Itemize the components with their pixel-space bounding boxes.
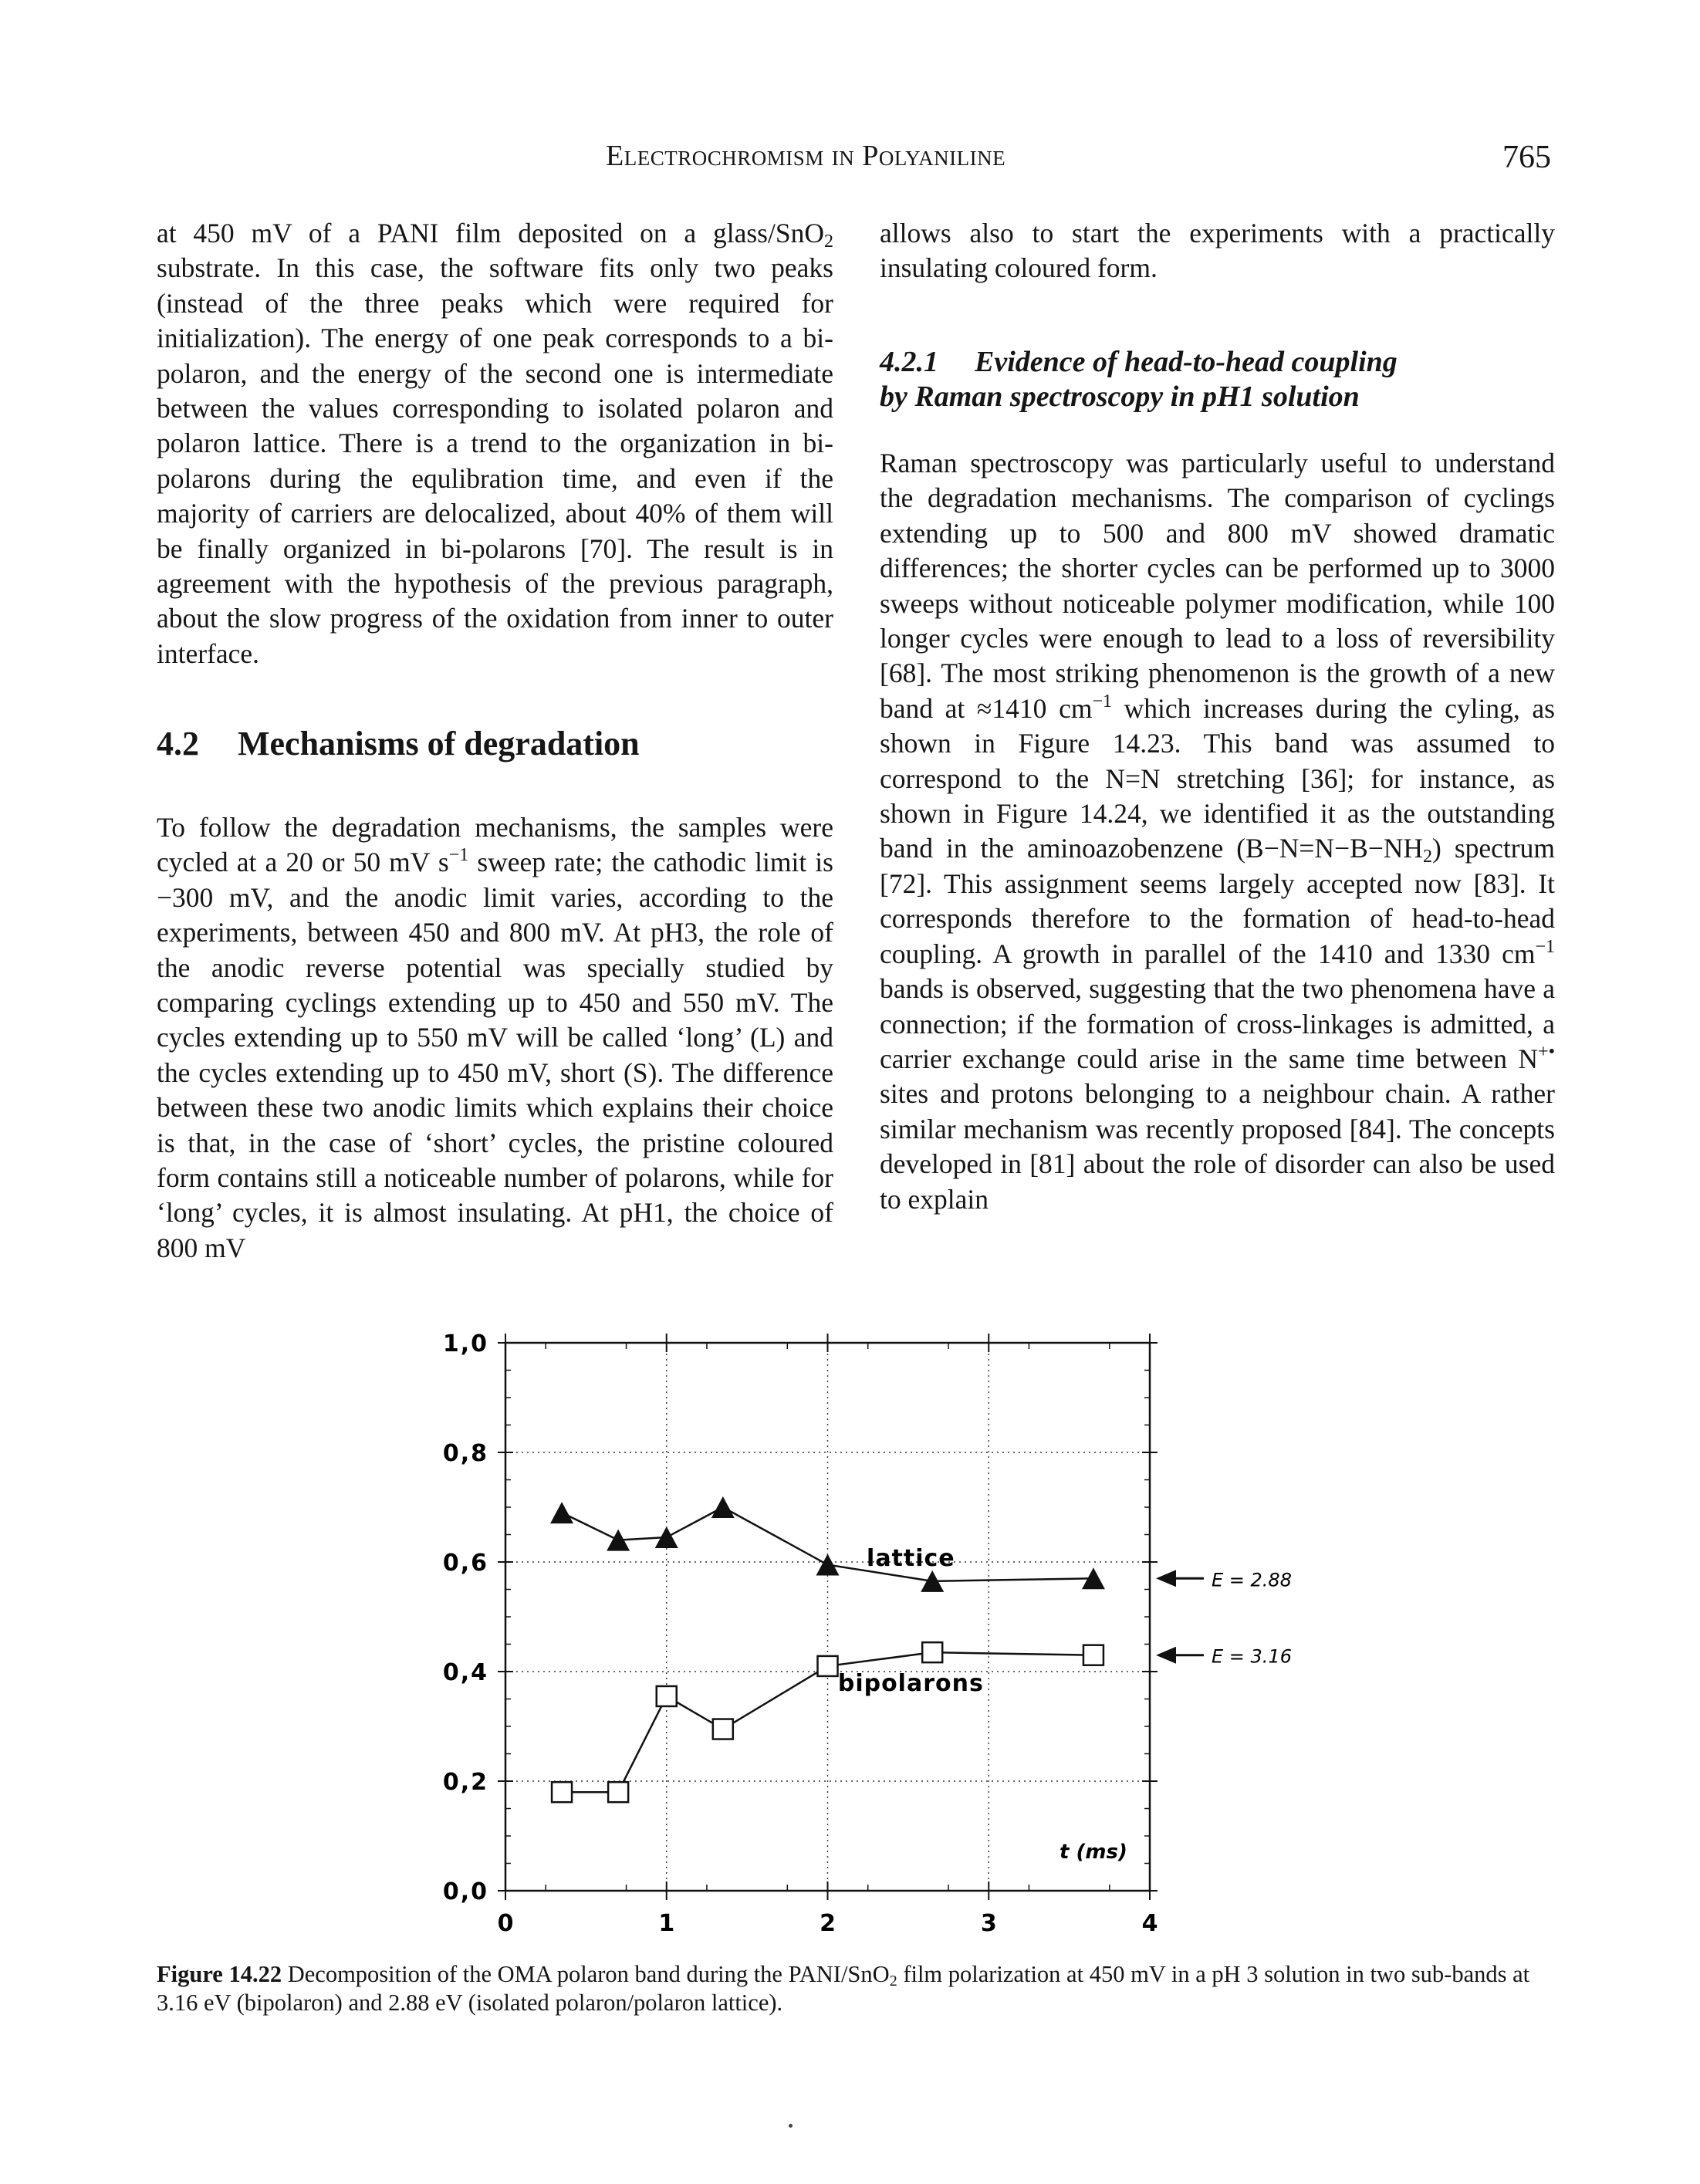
right-column: allows also to start the experiments wit… (880, 216, 1555, 286)
paragraph: To follow the degradation mechanisms, th… (157, 812, 833, 1263)
left-column-section-4-2: To follow the degradation mechanisms, th… (157, 810, 833, 1266)
square-marker (607, 1780, 630, 1804)
y-tick-label: 0,4 (443, 1659, 488, 1686)
subsection-title-line1: Evidence of head-to-head coupling (975, 346, 1398, 378)
right-column-section-4-2-1: Raman spectroscopy was particularly usef… (880, 446, 1555, 1217)
triangle-marker (607, 1529, 630, 1551)
x-tick-label: 4 (1142, 1910, 1158, 1937)
y-tick-label: 0,2 (443, 1769, 488, 1796)
paragraph: at 450 mV of a PANI film deposited on a … (157, 218, 833, 669)
x-tick-label: 1 (658, 1910, 674, 1937)
subsection-heading-4-2-1: 4.2.1 Evidence of head-to-head coupling b… (880, 345, 1398, 414)
square-marker (655, 1685, 678, 1708)
paragraph: Raman spectroscopy was particularly usef… (880, 448, 1555, 1215)
triangle-marker (654, 1526, 678, 1549)
x-axis-label: t (ms) (1060, 1841, 1127, 1864)
square-marker (1082, 1644, 1105, 1666)
section-heading-4-2: 4.2 Mechanisms of degradation (157, 724, 640, 763)
annotation-label: E = 2.88 (1212, 1569, 1292, 1591)
subsection-title-line2: by Raman spectroscopy in pH1 solution (880, 380, 1360, 413)
triangle-marker (711, 1496, 735, 1518)
x-tick-label: 2 (820, 1910, 836, 1937)
subsection-number: 4.2.1 (880, 346, 938, 378)
section-number: 4.2 (157, 725, 199, 762)
figure-14-22: 0 1 2 3 4 0,0 0,2 0,4 0,6 0,8 1,0 lattice bipolarons… (417, 1327, 1343, 1937)
triangle-marker (550, 1502, 574, 1524)
annotation-label: E = 3.16 (1212, 1646, 1292, 1668)
chart: 0 1 2 3 4 0,0 0,2 0,4 0,6 0,8 1,0 lattice bipolarons… (443, 1330, 1292, 1937)
annotation-arrow-head (1156, 1570, 1176, 1587)
square-marker (711, 1718, 735, 1740)
figure-caption: Figure 14.22 Decomposition of the OMA po… (157, 1961, 1530, 2016)
square-marker (816, 1655, 839, 1678)
square-marker (550, 1780, 573, 1804)
left-column: at 450 mV of a PANI film deposited on a … (157, 216, 833, 671)
y-tick-label: 0,0 (443, 1878, 488, 1905)
annotation-arrow-head (1156, 1646, 1176, 1664)
y-tick-label: 0,6 (443, 1550, 488, 1577)
triangle-marker (1081, 1567, 1105, 1590)
running-head: Electrochromism in Polyaniline 765 (0, 139, 1700, 185)
square-marker (921, 1641, 944, 1664)
triangle-marker (921, 1570, 945, 1592)
y-tick-label: 1,0 (443, 1330, 488, 1357)
x-tick-label: 0 (498, 1910, 514, 1937)
running-title: Electrochromism in Polyaniline (606, 140, 1006, 172)
section-title: Mechanisms of degradation (238, 725, 640, 762)
series-label-bipolarons: bipolarons (838, 1670, 984, 1697)
y-tick-label: 0,8 (443, 1440, 488, 1467)
paragraph: allows also to start the experiments wit… (880, 218, 1555, 284)
triangle-marker (816, 1553, 840, 1576)
series-label-lattice: lattice (867, 1545, 955, 1572)
page-mark (789, 2124, 793, 2128)
x-tick-label: 3 (981, 1910, 997, 1937)
page-number: 765 (1502, 140, 1551, 175)
caption-label: Figure 14.22 (157, 1961, 282, 1987)
